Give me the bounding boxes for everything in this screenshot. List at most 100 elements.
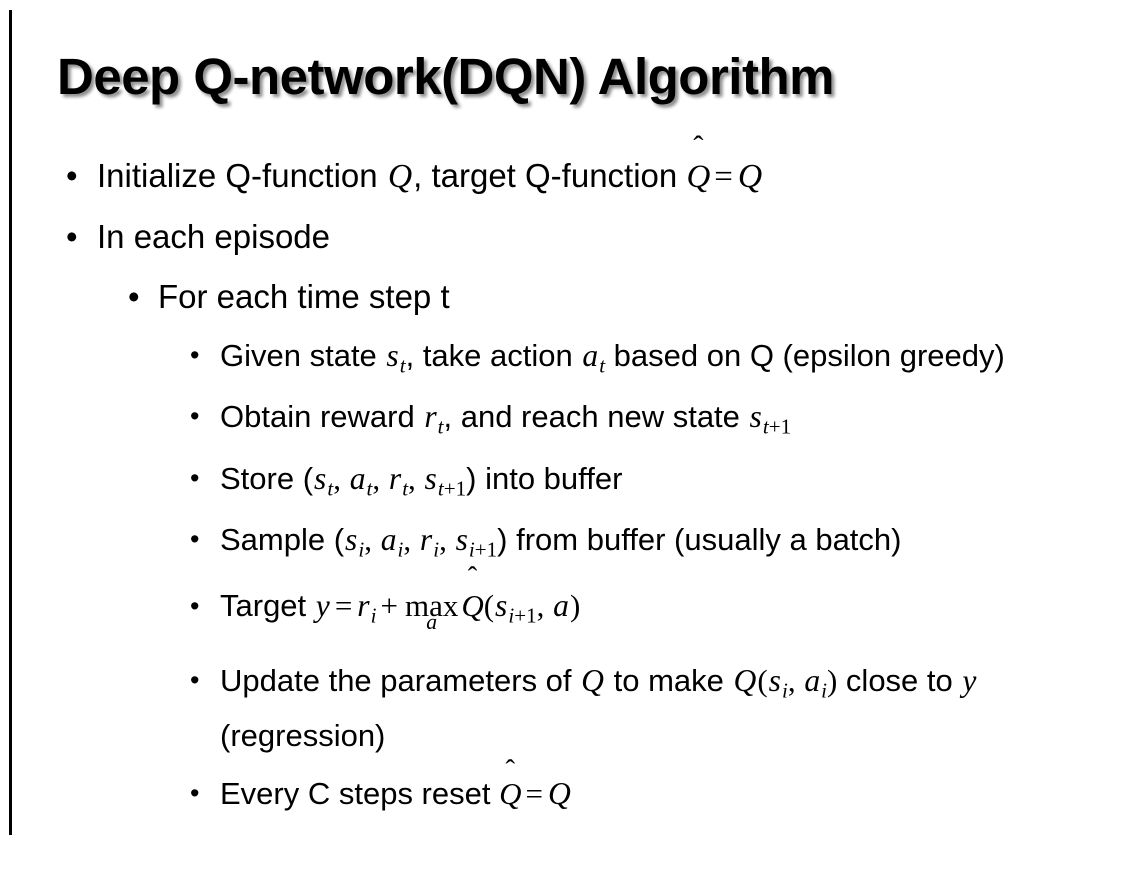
bullet-update: • Update the parameters of Q to make Q(s… (0, 658, 1124, 758)
bullet-dot-icon: • (190, 462, 200, 493)
math-var-s: s (314, 460, 327, 496)
math-sub-t: t (327, 475, 334, 500)
sub-var: i (468, 537, 475, 562)
text-run: Every C steps reset (220, 775, 500, 811)
math-paren-close: ) (569, 588, 581, 624)
math-var-a: a (349, 460, 366, 496)
text-run: , (364, 521, 380, 557)
math-sub-t-plus-1: t+1 (763, 415, 791, 439)
bullet-sample-text: Sample (si, ai, ri, si+1) from buffer (u… (220, 517, 1124, 572)
text-run: Given state (220, 338, 386, 373)
text-run: , (408, 460, 424, 496)
bullet-store: • Store (st, at, rt, st+1) into buffer (0, 456, 1124, 511)
text-run: ) into buffer (466, 460, 623, 496)
text-run: , (372, 460, 388, 496)
math-var-r: r (388, 460, 402, 496)
math-equals: = (525, 775, 543, 811)
math-var-s: s (749, 399, 762, 435)
math-var-q: Q (733, 662, 757, 698)
bullet-dot-icon: • (190, 664, 200, 695)
bullet-dot-icon: • (190, 777, 200, 808)
math-q-hat: ̂Q (686, 147, 710, 207)
bullet-dot-icon: • (190, 591, 200, 622)
text-run: , target Q-function (413, 157, 687, 194)
text-run: close to (837, 662, 962, 698)
math-sub-t: t (366, 475, 373, 500)
math-equals: = (334, 588, 353, 624)
text-run: based on Q (epsilon greedy) (605, 338, 1005, 373)
bullet-dot-icon: • (66, 157, 78, 194)
math-var: Q (461, 588, 484, 624)
math-var-s: s (386, 338, 399, 373)
math-q-hat: ̂Q (461, 578, 483, 634)
bullet-for-each-time-step: • For each time step t (0, 267, 1124, 327)
math-sub-i-plus-1: i+1 (508, 604, 536, 628)
bullet-target-text: Target y=ri+maxâQ(si+1, a) (220, 578, 1124, 643)
bullet-every-c-steps: • Every C steps reset ̂Q=Q (0, 771, 1124, 816)
bullet-for-each-time-step-text: For each time step t (158, 278, 450, 315)
math-var-r: r (424, 399, 437, 435)
bullet-dot-icon: • (66, 218, 78, 255)
bullet-in-each-episode-text: In each episode (97, 218, 331, 255)
bullet-update-text: Update the parameters of Q to make Q(si,… (220, 658, 1124, 758)
bullet-target: • Target y=ri+maxâQ(si+1, a) (0, 578, 1124, 643)
text-run: ) from buffer (usually a batch) (497, 521, 902, 557)
slide-body: • Initialize Q-function Q, target Q-func… (0, 146, 1124, 816)
math-var-a: a (380, 521, 397, 557)
math-var: Q (686, 159, 711, 195)
math-sub-i: i (433, 537, 440, 562)
bullet-initialize: • Initialize Q-function Q, target Q-func… (0, 146, 1124, 207)
math-sub-i: i (358, 537, 365, 562)
left-edge-rule (9, 10, 12, 835)
sub-plus-one: +1 (514, 603, 537, 628)
math-var-s: s (345, 521, 358, 557)
math-sub-t: t (402, 475, 409, 500)
bullet-given-state: • Given state st, take action at based o… (0, 333, 1124, 388)
page-title: Deep Q-network(DQN) Algorithm (57, 48, 834, 105)
sub-var: i (508, 603, 515, 628)
math-sub-i: i (397, 537, 404, 562)
text-run: , and reach new state (443, 399, 749, 435)
math-paren-open: ( (757, 662, 768, 698)
sub-plus-one: +1 (768, 414, 792, 439)
math-var-y: y (962, 662, 977, 698)
text-run: Update the parameters of (220, 662, 581, 698)
math-var-s: s (424, 460, 437, 496)
bullet-dot-icon: • (190, 401, 200, 432)
bullet-dot-icon: • (190, 523, 200, 554)
math-var-q: Q (387, 158, 413, 195)
text-run: , (439, 521, 455, 557)
math-var-s: s (455, 521, 468, 557)
text-run: , (536, 588, 553, 624)
math-sub-i-plus-1: i+1 (469, 537, 497, 561)
bullet-sample: • Sample (si, ai, ri, si+1) from buffer … (0, 517, 1124, 572)
math-var-s: s (768, 662, 781, 698)
math-sub-t: t (599, 353, 606, 378)
sub-plus-one: +1 (443, 475, 467, 500)
math-var-a: a (582, 338, 599, 373)
sub-var: t (762, 414, 769, 439)
bullet-dot-icon: • (190, 340, 200, 370)
bullet-obtain-reward: • Obtain reward rt, and reach new state … (0, 394, 1124, 449)
bullet-store-text: Store (st, at, rt, st+1) into buffer (220, 456, 1124, 511)
bullet-initialize-text: Initialize Q-function Q, target Q-functi… (97, 146, 1124, 207)
text-run: Initialize Q-function (97, 157, 387, 194)
math-equals: = (714, 159, 733, 195)
math-q-hat: ̂Q (499, 771, 521, 816)
math-var-y: y (315, 588, 330, 624)
max-label: max (404, 588, 459, 624)
bullet-every-c-steps-text: Every C steps reset ̂Q=Q (220, 771, 1124, 816)
math-sub-i: i (781, 677, 788, 702)
sub-var: t (437, 475, 444, 500)
math-var-r: r (357, 588, 370, 624)
math-var-a: a (553, 588, 569, 624)
text-run: Store ( (220, 460, 314, 496)
math-sub-i: i (821, 677, 827, 702)
math-var-s: s (495, 588, 508, 624)
math-var-q-end: Q (547, 775, 571, 811)
math-var-r: r (419, 521, 433, 557)
bullet-in-each-episode: • In each episode (0, 207, 1124, 267)
text-run: Sample ( (220, 521, 345, 557)
